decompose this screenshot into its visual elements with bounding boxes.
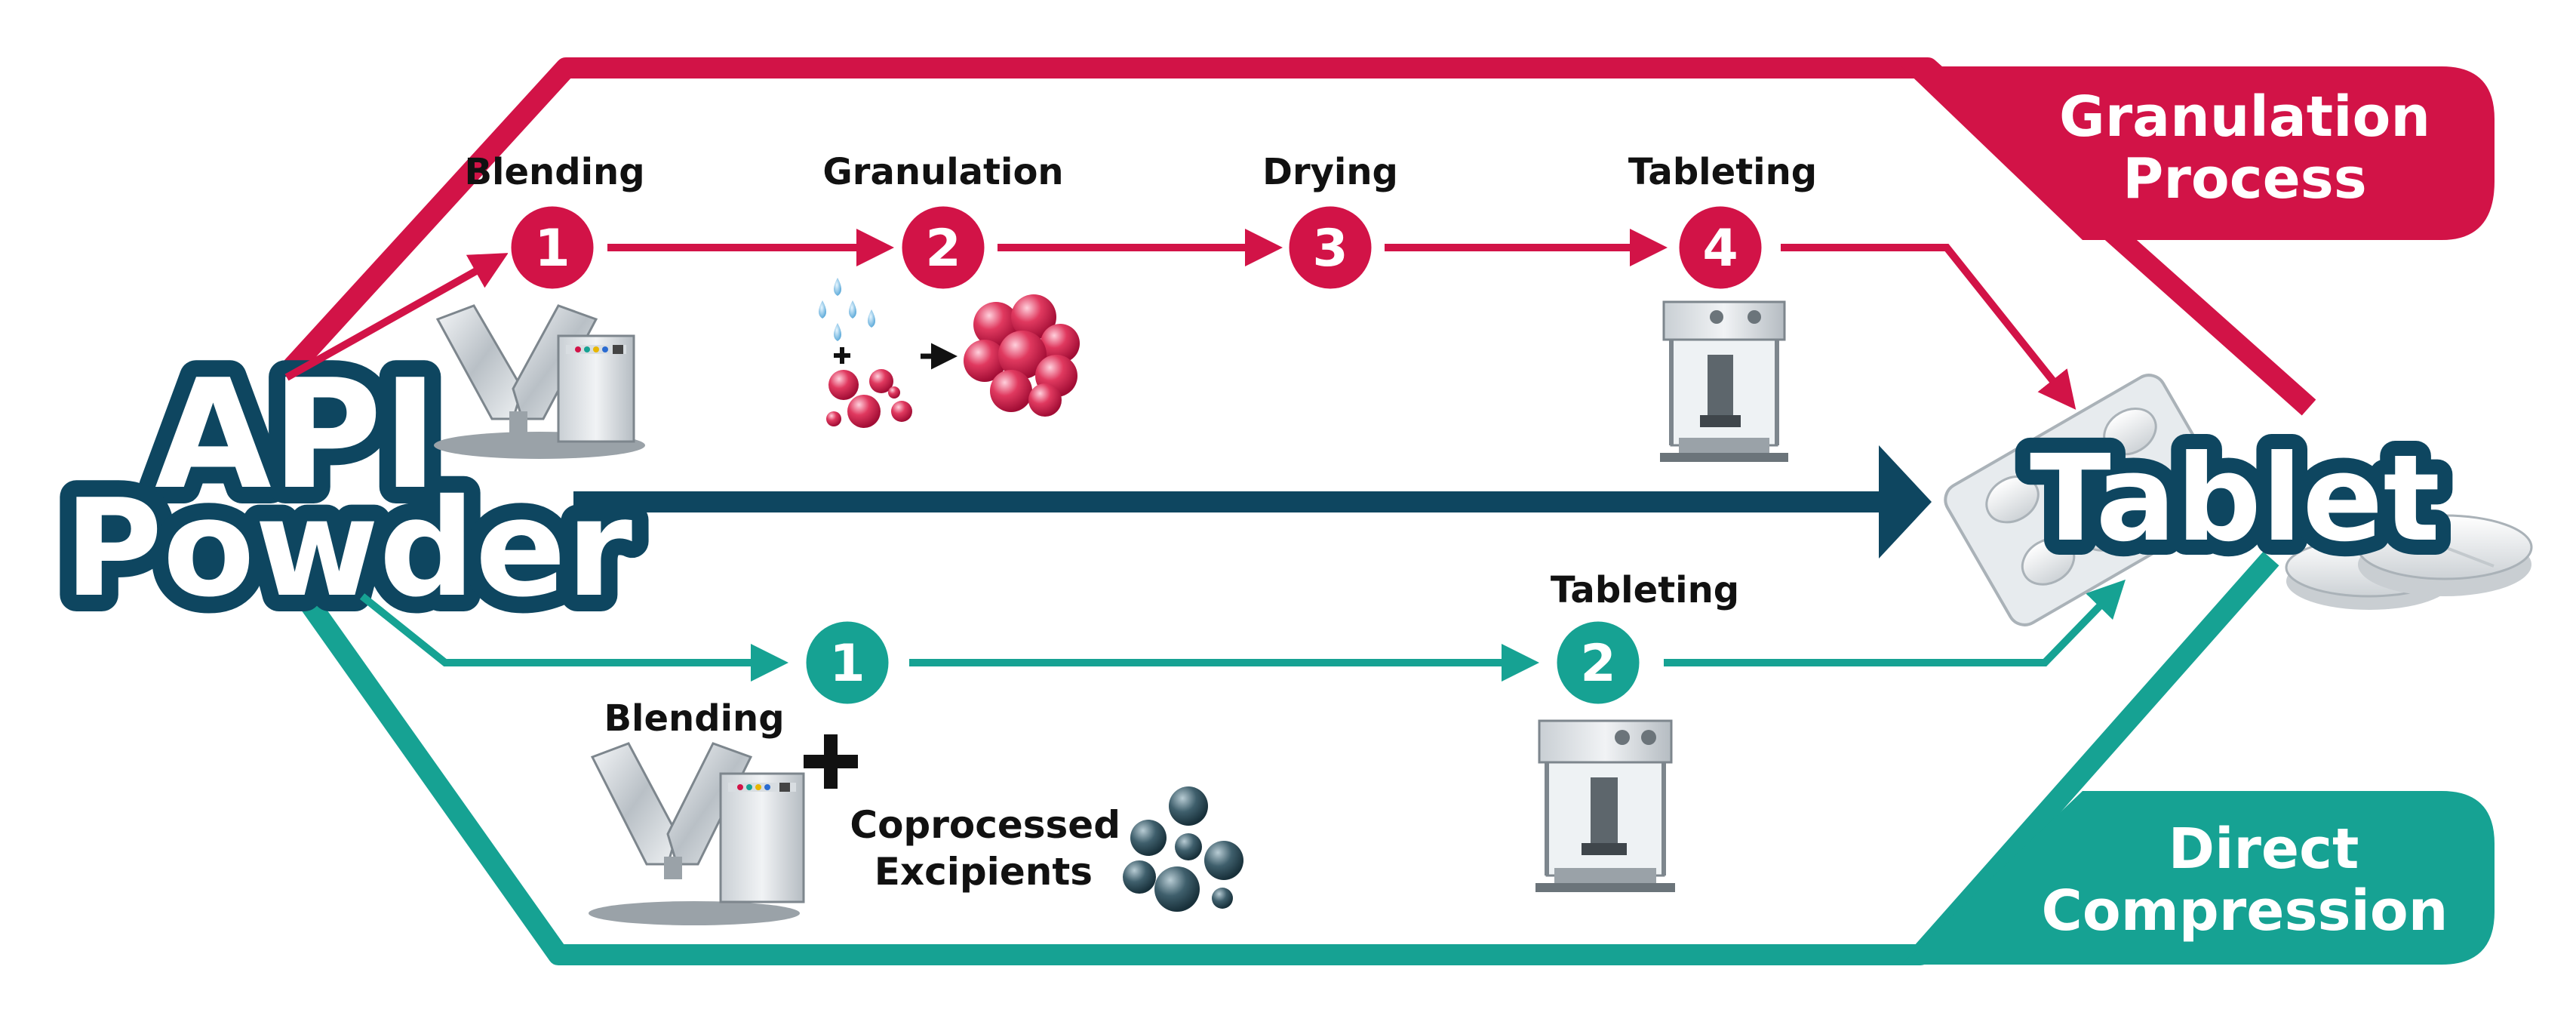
- granulation-step-3-label: Drying: [1262, 151, 1398, 193]
- excipients-label-line1: Coprocessed: [850, 803, 1120, 847]
- arrow-source-to-d1: [359, 593, 788, 682]
- direct-header-line2: Compression: [2042, 879, 2448, 943]
- water-drops-icon: [819, 278, 875, 341]
- direct-step-2-number: 2: [1580, 634, 1615, 694]
- tablet-label-text: Tablet: [2030, 429, 2440, 568]
- direct-header-tab: [1901, 791, 2495, 965]
- direct-frame: [274, 551, 2279, 965]
- tablet-icon: [2285, 514, 2533, 610]
- arrow-d2-to-tablet: [1664, 579, 2126, 666]
- granulation-header-line2: Process: [2123, 146, 2367, 211]
- v-blender-icon: [434, 304, 645, 459]
- arrow-g4-to-tablet: [1781, 244, 2076, 410]
- api-powder-label: API API Powder Powder: [48, 331, 649, 643]
- direct-step-1-label: Blending: [604, 697, 784, 740]
- granulation-step-4: 4 Tableting: [1628, 151, 1817, 293]
- direct-step-2: 2 Tableting: [1551, 569, 1739, 708]
- powder-label-outline: Powder: [64, 470, 632, 626]
- tablet-label: Tablet Tablet: [2015, 414, 2455, 583]
- particles-icon: [826, 369, 912, 428]
- direct-step-1-number: 1: [829, 634, 865, 694]
- api-label: API: [155, 347, 438, 523]
- granulation-header-tab: [1901, 66, 2495, 240]
- tablet-press-icon: [1660, 300, 1788, 462]
- granules-icon: [964, 294, 1080, 417]
- arrow-source-to-g1: [284, 253, 509, 381]
- main-arrow-shaft: [573, 491, 1901, 512]
- granulation-step-3-number: 3: [1312, 219, 1348, 279]
- direct-header-line1: Direct: [2169, 817, 2359, 882]
- granulation-step-4-label: Tableting: [1628, 151, 1817, 193]
- granulation-step-3: 3 Drying: [1262, 151, 1398, 293]
- tablet-press-icon-direct: [1535, 719, 1675, 892]
- coprocessed-particles-icon: [1123, 786, 1243, 912]
- plus-icon: [834, 347, 850, 364]
- plus-icon-direct: [804, 734, 858, 789]
- main-arrow-head: [1879, 445, 1932, 559]
- v-blender-icon-direct: [589, 742, 805, 925]
- granulation-step-1-label: Blending: [464, 151, 644, 193]
- blister-pack-icon: [1944, 374, 2230, 626]
- api-label-outline: API: [155, 347, 438, 523]
- granulation-step-1: 1 Blending: [464, 151, 645, 293]
- excipients-label-line2: Excipients: [875, 850, 1093, 894]
- granulation-step-2-number: 2: [925, 219, 961, 279]
- granulation-step-2: 2 Granulation: [822, 151, 1064, 293]
- direct-step-1: 1 Blending: [604, 617, 893, 740]
- granulation-header-line1: Granulation: [2059, 85, 2430, 149]
- granulation-step-4-number: 4: [1702, 219, 1738, 279]
- direct-step-2-label: Tableting: [1551, 569, 1739, 611]
- powder-label: Powder: [64, 470, 632, 626]
- tablet-label-outline: Tablet: [2030, 429, 2440, 568]
- granulation-step-2-label: Granulation: [822, 151, 1063, 193]
- granulation-step-1-number: 1: [534, 219, 570, 279]
